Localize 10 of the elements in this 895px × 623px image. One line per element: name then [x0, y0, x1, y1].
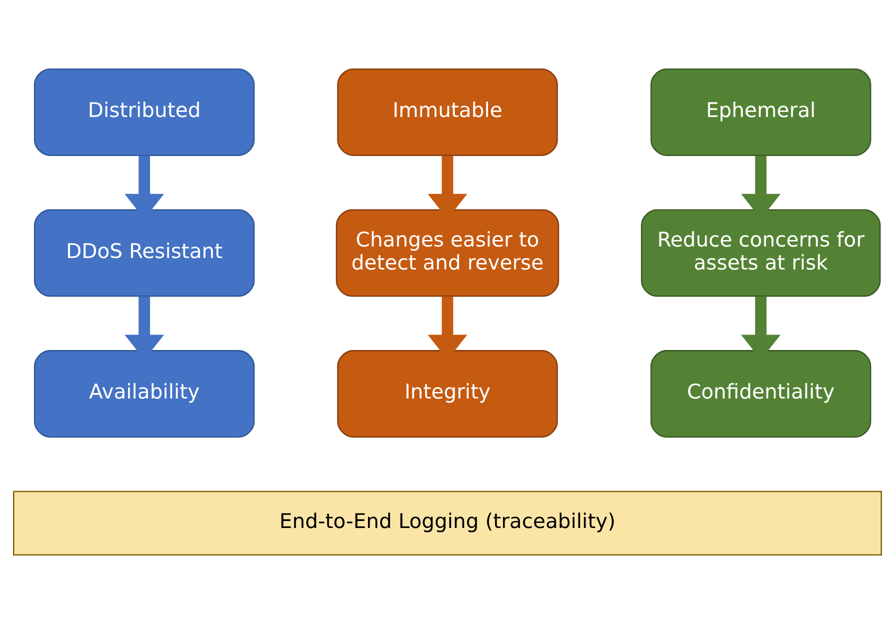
node-box: Distributed — [34, 68, 255, 156]
node-box: Changes easier to detect and reverse — [336, 208, 560, 296]
node-box: Availability — [34, 350, 255, 438]
node-box: DDoS Resistant — [34, 208, 255, 296]
node-box: Reduce concerns for assets at risk — [640, 208, 881, 296]
node-box: Ephemeral — [650, 68, 872, 156]
node-box: End-to-End Logging (traceability) — [13, 490, 882, 556]
node-box: Immutable — [337, 68, 558, 156]
node-box: Integrity — [337, 350, 558, 438]
node-box: Confidentiality — [650, 350, 872, 438]
